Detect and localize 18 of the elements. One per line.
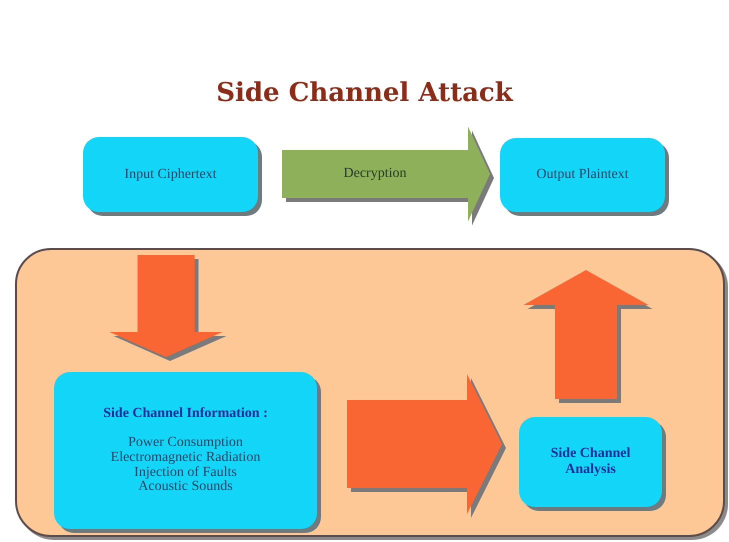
- box-label: Side Channel Analysis: [550, 446, 632, 478]
- box-label: Output Plaintext: [536, 167, 629, 183]
- block-arrow: [110, 255, 222, 357]
- title: Side Channel Attack: [216, 78, 513, 108]
- process-box: [500, 138, 665, 212]
- list-item: Injection of Faults: [134, 466, 237, 480]
- list-item: Electromagnetic Radiation: [110, 450, 260, 466]
- block-arrow: [347, 374, 502, 514]
- process-box: [54, 372, 317, 529]
- block-arrow: [524, 270, 648, 399]
- process-box: [83, 137, 258, 212]
- edge-label: Decryption: [344, 166, 406, 182]
- block-arrow: [282, 126, 490, 222]
- list-item: Acoustic Sounds: [138, 480, 233, 495]
- box-label: Input Ciphertext: [124, 166, 217, 182]
- list-item: Power Consumption: [128, 436, 243, 451]
- box-heading: Side Channel Information :: [103, 406, 268, 422]
- process-box: [519, 417, 662, 507]
